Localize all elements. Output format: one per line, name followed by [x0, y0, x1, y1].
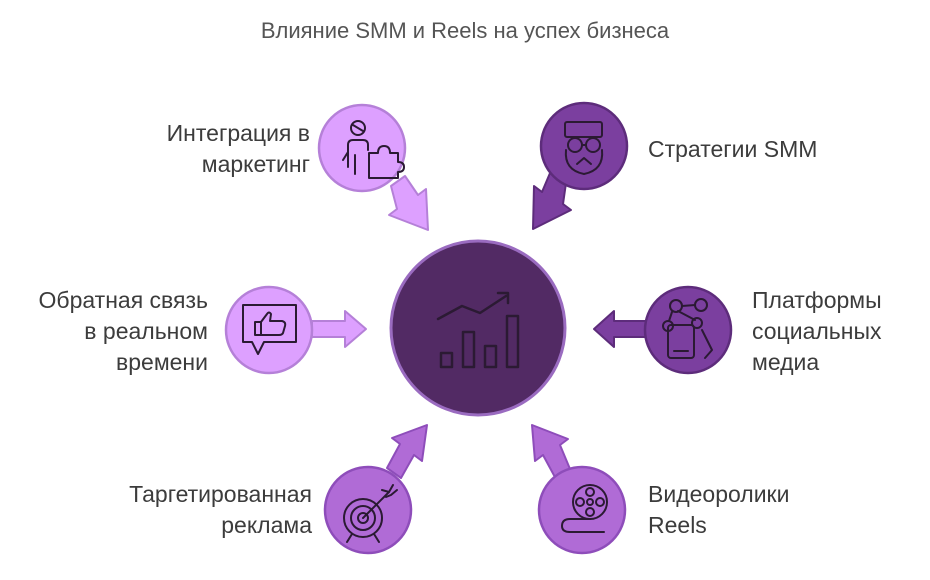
target-icon	[343, 484, 398, 543]
node-reels	[537, 465, 627, 555]
node-integration	[317, 103, 407, 193]
node-feedback	[224, 285, 314, 375]
arrow-feedback	[311, 310, 367, 348]
arrows	[311, 165, 649, 480]
diagram-title: Влияние SMM и Reels на успех бизнеса	[260, 18, 670, 43]
film-reel-icon	[561, 484, 608, 533]
arrow-integration	[388, 175, 429, 231]
label-reels: Видеоролики Reels	[648, 481, 790, 538]
label-strategies: Стратегии SMM	[648, 136, 818, 162]
node-targeted	[323, 465, 413, 555]
node-strategies	[539, 101, 629, 191]
arrow-reels	[531, 424, 571, 480]
label-integration: Интеграция в маркетинг	[166, 120, 310, 177]
arrow-platforms	[593, 310, 649, 348]
arrow-targeted	[386, 424, 428, 479]
person-puzzle-icon	[342, 120, 405, 179]
thumbs-up-icon	[242, 304, 297, 355]
growth-chart-icon	[436, 291, 520, 369]
center-node	[389, 239, 567, 417]
strategy-mask-icon	[564, 121, 604, 175]
label-feedback: Обратная связь в реальном времени	[38, 287, 208, 375]
social-network-icon	[662, 298, 713, 359]
node-platforms	[643, 285, 733, 375]
label-platforms: Платформы социальных медиа	[752, 287, 882, 375]
label-targeted: Таргетированная реклама	[129, 481, 312, 538]
